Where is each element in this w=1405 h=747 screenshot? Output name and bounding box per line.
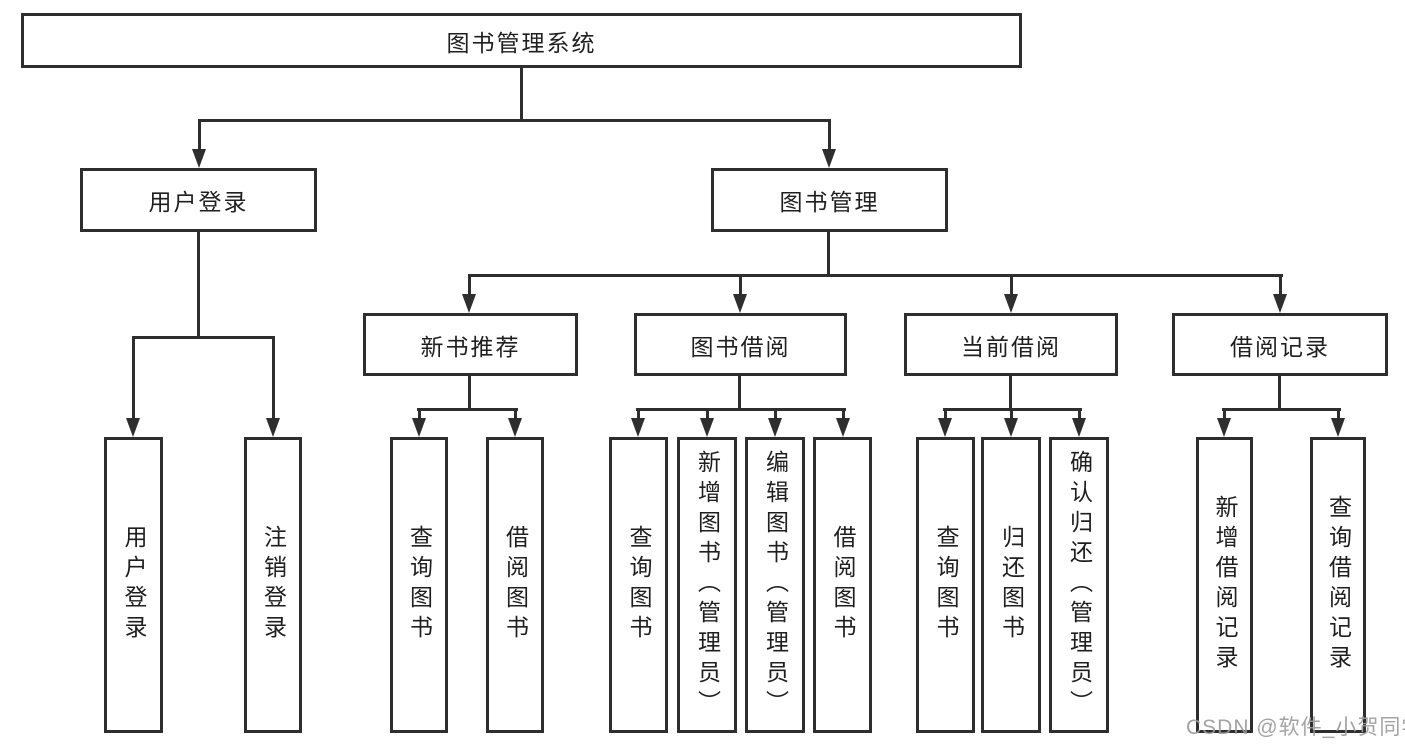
connector-current-borrow-stem bbox=[1009, 376, 1012, 411]
node-book-management-label: 图书管理 bbox=[779, 189, 880, 215]
arrow-to-borrow-record bbox=[1273, 274, 1287, 313]
arrow-to-current-borrow bbox=[1004, 274, 1018, 313]
node-root-label: 图书管理系统 bbox=[446, 29, 597, 56]
leaf-logout-label: 注销登录 bbox=[260, 525, 287, 645]
arrow-book-borrow-leaf-3 bbox=[768, 408, 782, 437]
arrow-to-user-login bbox=[192, 119, 206, 168]
connector-new-book-stem bbox=[468, 376, 471, 411]
leaf-logout: 注销登录 bbox=[244, 437, 302, 733]
connector-borrow-record-stem bbox=[1278, 376, 1281, 411]
leaf-record-query: 查询借阅记录 bbox=[1310, 437, 1366, 733]
leaf-new-book-query-label: 查询图书 bbox=[406, 525, 433, 645]
node-current-borrow-label: 当前借阅 bbox=[961, 333, 1061, 360]
csdn-watermark: CSDN @软件_小贺同学 bbox=[1186, 716, 1405, 739]
leaf-borrow-book-label: 借阅图书 bbox=[830, 525, 856, 645]
arrow-to-new-book bbox=[462, 274, 476, 313]
node-user-login-label: 用户登录 bbox=[148, 189, 249, 215]
arrow-current-borrow-leaf-1 bbox=[938, 408, 952, 437]
node-book-management: 图书管理 bbox=[711, 168, 948, 232]
arrow-to-book-management bbox=[822, 119, 836, 168]
leaf-borrow-edit: 编辑图书（管理员） bbox=[745, 437, 805, 733]
connector-book-management-stem bbox=[827, 232, 830, 277]
leaf-borrow-book: 借阅图书 bbox=[813, 437, 872, 733]
arrow-new-book-leaf-1 bbox=[412, 408, 426, 437]
arrow-new-book-leaf-2 bbox=[508, 408, 522, 437]
node-new-book: 新书推荐 bbox=[363, 313, 578, 376]
connector-current-borrow-rail bbox=[943, 408, 1082, 411]
arrow-to-leaf-logout bbox=[266, 336, 280, 437]
leaf-borrow-query-label: 查询图书 bbox=[626, 525, 652, 645]
leaf-current-query: 查询图书 bbox=[916, 437, 975, 733]
connector-borrow-record-rail bbox=[1222, 408, 1341, 411]
leaf-record-add-label: 新增借阅记录 bbox=[1212, 495, 1238, 675]
leaf-record-query-label: 查询借阅记录 bbox=[1325, 495, 1352, 675]
connector-book-borrow-rail bbox=[636, 408, 846, 411]
leaf-record-add: 新增借阅记录 bbox=[1196, 437, 1253, 733]
leaf-new-book-borrow: 借阅图书 bbox=[486, 437, 544, 733]
arrow-book-borrow-leaf-4 bbox=[836, 408, 850, 437]
node-new-book-label: 新书推荐 bbox=[420, 333, 521, 360]
leaf-borrow-edit-label: 编辑图书（管理员） bbox=[762, 450, 789, 720]
connector-new-book-rail bbox=[417, 408, 518, 411]
arrow-to-book-borrow bbox=[733, 274, 747, 313]
node-book-borrow: 图书借阅 bbox=[634, 313, 847, 376]
arrow-book-borrow-leaf-1 bbox=[631, 408, 645, 437]
connector-level2-rail bbox=[198, 119, 831, 122]
arrow-current-borrow-leaf-3 bbox=[1072, 408, 1086, 437]
leaf-current-return-label: 归还图书 bbox=[998, 525, 1025, 645]
arrow-book-borrow-leaf-2 bbox=[700, 408, 714, 437]
connector-user-login-rail bbox=[132, 336, 275, 339]
leaf-new-book-borrow-label: 借阅图书 bbox=[502, 525, 529, 645]
leaf-borrow-query: 查询图书 bbox=[609, 437, 668, 733]
node-book-borrow-label: 图书借阅 bbox=[690, 333, 791, 360]
arrow-current-borrow-leaf-2 bbox=[1004, 408, 1018, 437]
connector-root-stem bbox=[520, 68, 523, 119]
leaf-current-confirm: 确认归还（管理员） bbox=[1049, 437, 1109, 733]
node-current-borrow: 当前借阅 bbox=[904, 313, 1118, 376]
leaf-new-book-query: 查询图书 bbox=[390, 437, 448, 733]
node-user-login: 用户登录 bbox=[80, 168, 317, 232]
arrow-borrow-record-leaf-2 bbox=[1331, 408, 1345, 437]
leaf-borrow-add: 新增图书（管理员） bbox=[677, 437, 737, 733]
node-root: 图书管理系统 bbox=[21, 13, 1022, 68]
leaf-borrow-add-label: 新增图书（管理员） bbox=[694, 450, 721, 720]
node-borrow-record: 借阅记录 bbox=[1172, 313, 1388, 376]
leaf-current-confirm-label: 确认归还（管理员） bbox=[1066, 450, 1093, 720]
connector-book-borrow-stem bbox=[738, 376, 741, 411]
leaf-user-login: 用户登录 bbox=[104, 437, 163, 733]
arrow-to-leaf-login bbox=[126, 336, 140, 437]
leaf-current-return: 归还图书 bbox=[981, 437, 1041, 733]
connector-level3-rail bbox=[468, 274, 1283, 277]
connector-user-login-stem bbox=[197, 232, 200, 339]
arrow-borrow-record-leaf-1 bbox=[1217, 408, 1231, 437]
leaf-current-query-label: 查询图书 bbox=[933, 525, 959, 645]
node-borrow-record-label: 借阅记录 bbox=[1230, 333, 1330, 360]
leaf-user-login-label: 用户登录 bbox=[121, 525, 147, 645]
